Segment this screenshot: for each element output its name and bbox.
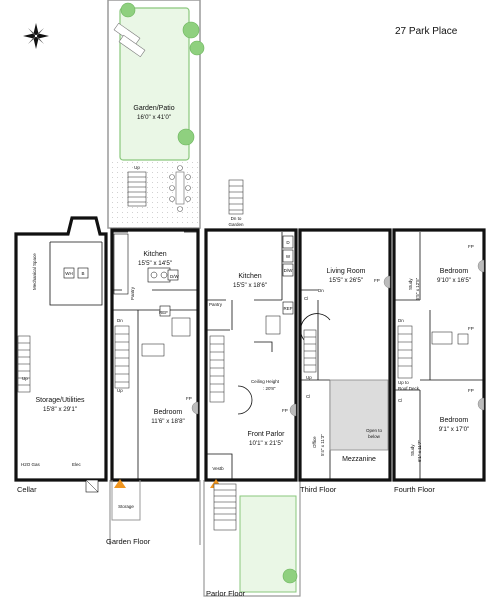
garden-floor-plan: Kitchen 15'5" x 14'5" Pantry D/W REF Dn … xyxy=(106,228,201,546)
study-dims: 5'5" x 12'5" xyxy=(415,277,420,300)
third-fp-label: FP xyxy=(374,278,380,283)
cellar-plan: WH B Mechanical Space Up Storage/Utiliti… xyxy=(14,216,108,494)
parlor-ref-label: REF xyxy=(284,306,293,311)
bathtub xyxy=(431,331,453,345)
parlor-pantry-label: Pantry xyxy=(209,302,223,307)
third-floor-plan: Living Room 15'5" x 26'5" FP Cl Dn Up Cl… xyxy=(298,228,392,494)
third-up-label: Up xyxy=(306,375,312,380)
ceiling-height-label: Ceiling Height xyxy=(251,379,280,384)
third-closet-label-2: Cl xyxy=(306,394,310,399)
garden-kitchen-label: Kitchen xyxy=(143,251,166,258)
vestibule-label: Vestb xyxy=(212,466,224,471)
property-title: 27 Park Place xyxy=(395,26,458,37)
below-label: below xyxy=(368,434,381,439)
fourth-fp-label-1: FP xyxy=(468,244,474,249)
fourth-bedroom-label: Bedroom xyxy=(440,268,469,275)
front-parlor-dims: 10'1" x 21'5" xyxy=(249,440,283,447)
garden-label-small: Garden xyxy=(228,222,244,227)
garden-floor-label: Garden Floor xyxy=(106,537,151,546)
garden-patio: Garden/Patio 16'0" x 41'0" Up xyxy=(107,0,205,229)
third-floor-label: Third Floor xyxy=(300,485,337,494)
garden-fp-label: FP xyxy=(186,396,192,401)
fourth-closet-label: Cl xyxy=(398,398,402,403)
parlor-kitchen-label: Kitchen xyxy=(238,273,261,280)
parlor-fp-label: FP xyxy=(282,408,288,413)
dryer-label: D xyxy=(286,240,290,245)
fourth-fp-label-3: FP xyxy=(468,388,474,393)
garden-pantry-label: Pantry xyxy=(130,286,135,300)
garden-bedroom-dims: 11'6" x 18'8" xyxy=(151,418,184,425)
stair-icon xyxy=(300,313,331,373)
stair-icon xyxy=(209,335,225,403)
fourth-bedroom2-dims: 9'1" x 17'0" xyxy=(439,426,470,433)
h2o-gas-label: H2O Gas xyxy=(21,462,41,467)
garden-up-label: Up xyxy=(117,388,123,393)
study2-label: Study xyxy=(410,444,415,456)
stair-icon xyxy=(213,483,237,531)
cellar-up-label: Up xyxy=(22,376,28,381)
living-room-dims: 15'5" x 26'5" xyxy=(329,277,363,284)
parlor-floor-label: Parlor Floor xyxy=(206,589,246,598)
fourth-floor-label: Fourth Floor xyxy=(394,485,435,494)
patio-paving xyxy=(108,162,200,228)
fourth-bedroom2-label: Bedroom xyxy=(440,417,469,424)
bathtub xyxy=(141,343,165,357)
washer-label: W xyxy=(286,254,291,259)
garden-ref-label: REF xyxy=(159,310,168,315)
study2-dims: 6'1" x 11'7" xyxy=(417,440,422,462)
parlor-kitchen-dims: 15'5" x 18'6" xyxy=(233,282,267,289)
stair-icon xyxy=(127,171,147,207)
garden-dn-label: Dn xyxy=(117,318,123,323)
ceiling-height-value: : 20'8" xyxy=(263,386,276,391)
compass-rose-icon xyxy=(23,23,49,49)
mezzanine-open-area xyxy=(329,379,389,451)
dining-set-icon xyxy=(169,165,191,212)
mechanical-space-label: Mechanical Space xyxy=(32,253,37,290)
office-label: Office xyxy=(312,436,317,448)
fourth-floor-plan: Study 5'5" x 12'5" Bedroom 9'10" x 16'5"… xyxy=(392,228,486,494)
boiler-label: B xyxy=(81,271,84,276)
stair-icon xyxy=(114,325,130,389)
storage-utilities-label: Storage/Utilities xyxy=(35,397,85,404)
tree-icon xyxy=(120,2,205,146)
garden-label: Garden/Patio xyxy=(133,105,174,112)
tree-icon xyxy=(282,568,298,584)
stair-icon xyxy=(17,335,31,393)
parlor-dw-label: D/W xyxy=(284,268,294,273)
front-parlor-label: Front Parlor xyxy=(248,431,286,438)
garden-bedroom-label: Bedroom xyxy=(154,409,183,416)
third-dn-label: Dn xyxy=(318,288,324,293)
storage-utilities-dims: 15'8" x 29'1" xyxy=(43,406,77,413)
mezzanine-label: Mezzanine xyxy=(342,456,376,463)
fourth-dn-label: Dn xyxy=(398,318,404,323)
garden-dw-label: D/W xyxy=(170,274,180,279)
bathroom-fixture xyxy=(171,317,191,337)
open-to-label: Open to xyxy=(366,428,383,433)
third-closet-label-1: Cl xyxy=(304,296,308,301)
study-label: Study xyxy=(408,278,413,290)
garden-up-label: Up xyxy=(134,165,140,170)
parlor-floor-plan: Dn to Garden D W D/W REF Kitchen 15'5" x… xyxy=(203,179,301,598)
garden-dims: 16'0" x 41'0" xyxy=(137,114,171,121)
stair-icon xyxy=(397,325,413,379)
living-room-label: Living Room xyxy=(327,268,366,275)
fourth-bedroom-dims: 9'10" x 16'5" xyxy=(437,277,471,284)
stair-icon xyxy=(228,179,244,215)
garden-storage-label: Storage xyxy=(118,504,134,509)
roof-deck-label: Roof Deck xyxy=(398,386,420,391)
fireplace-icon xyxy=(114,479,126,488)
lounge-chair-icon xyxy=(113,22,146,58)
elec-label: Elec xyxy=(72,462,82,467)
office-dims: 5'4" x 11'3" xyxy=(320,434,325,456)
up-to-label: Up to xyxy=(398,380,409,385)
water-heater-label: WH xyxy=(65,271,73,276)
dn-to-label: Dn to xyxy=(231,216,242,221)
garden-kitchen-dims: 15'5" x 14'5" xyxy=(138,260,172,267)
cellar-floor-label: Cellar xyxy=(17,485,37,494)
fourth-fp-label-2: FP xyxy=(468,326,474,331)
